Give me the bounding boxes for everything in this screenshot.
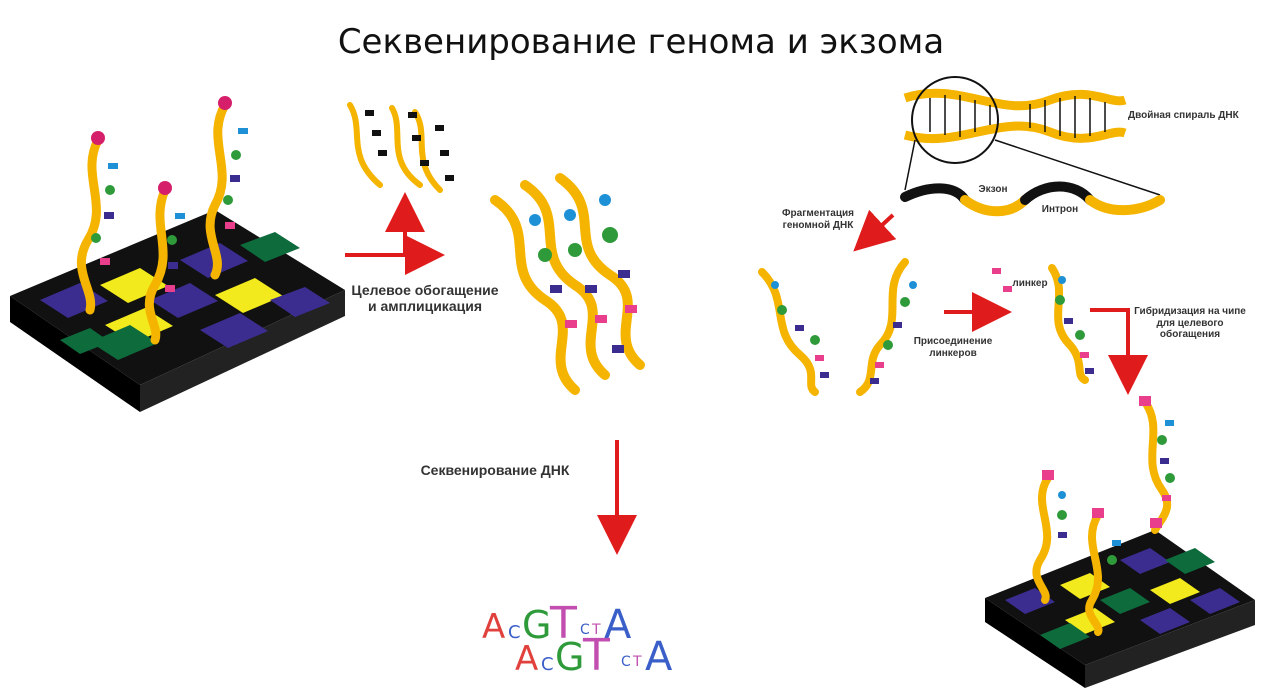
hybridization-label: Гибридизация на чипе для целевого обогащ… <box>1125 306 1255 341</box>
exon-label: Экзон <box>968 184 1018 196</box>
linker-attach-label-line2: линкеров <box>908 348 998 360</box>
sequence-logo: A C G T C T A A C G T C T A <box>482 598 673 681</box>
logo-r2-t1: T <box>582 630 610 681</box>
capture-probes <box>350 105 440 190</box>
logo-r1-a1: A <box>482 607 505 647</box>
left-chip-phosphate-caps <box>91 96 232 195</box>
right-chip-linkers <box>1042 396 1162 528</box>
enrichment-label-line2: и амплицикация <box>330 298 520 314</box>
hybridization-arrow <box>1090 310 1128 375</box>
hybridization-label-line1: Гибридизация на чипе <box>1125 306 1255 318</box>
fragment-bases <box>771 276 1094 384</box>
linker-label: линкер <box>1005 278 1055 290</box>
intron-label: Интрон <box>1030 204 1090 216</box>
linker-attach-label: Присоединение линкеров <box>908 336 998 359</box>
double-helix-label: Двойная спираль ДНК <box>1128 110 1278 122</box>
hybridization-label-line3: обогащения <box>1125 329 1255 341</box>
fragmentation-label-line1: Фрагментация <box>768 208 868 220</box>
double-helix <box>905 77 1160 195</box>
sequencing-label: Секвенирование ДНК <box>395 462 595 478</box>
fragmentation-label-line2: геномной ДНК <box>768 220 868 232</box>
logo-r2-a1: A <box>515 639 538 679</box>
logo-r2-c1: C <box>541 654 554 675</box>
left-sequencing-chip <box>10 210 345 412</box>
fragmentation-arrow <box>868 215 893 238</box>
linker-attach-label-line1: Присоединение <box>908 336 998 348</box>
right-capture-chip <box>985 530 1255 688</box>
logo-r2-a2: A <box>645 634 673 680</box>
hybridization-label-line2: для целевого <box>1125 318 1255 330</box>
enrichment-label: Целевое обогащение и амплицикация <box>330 282 520 314</box>
logo-r2-g: G <box>555 635 584 679</box>
enrichment-arrow <box>345 212 425 255</box>
enrichment-label-line1: Целевое обогащение <box>330 282 520 298</box>
fragmentation-label: Фрагментация геномной ДНК <box>768 208 868 231</box>
logo-r2-c2: C <box>621 654 631 670</box>
logo-r2-t2: T <box>632 654 642 670</box>
capture-probe-bases <box>365 110 454 181</box>
